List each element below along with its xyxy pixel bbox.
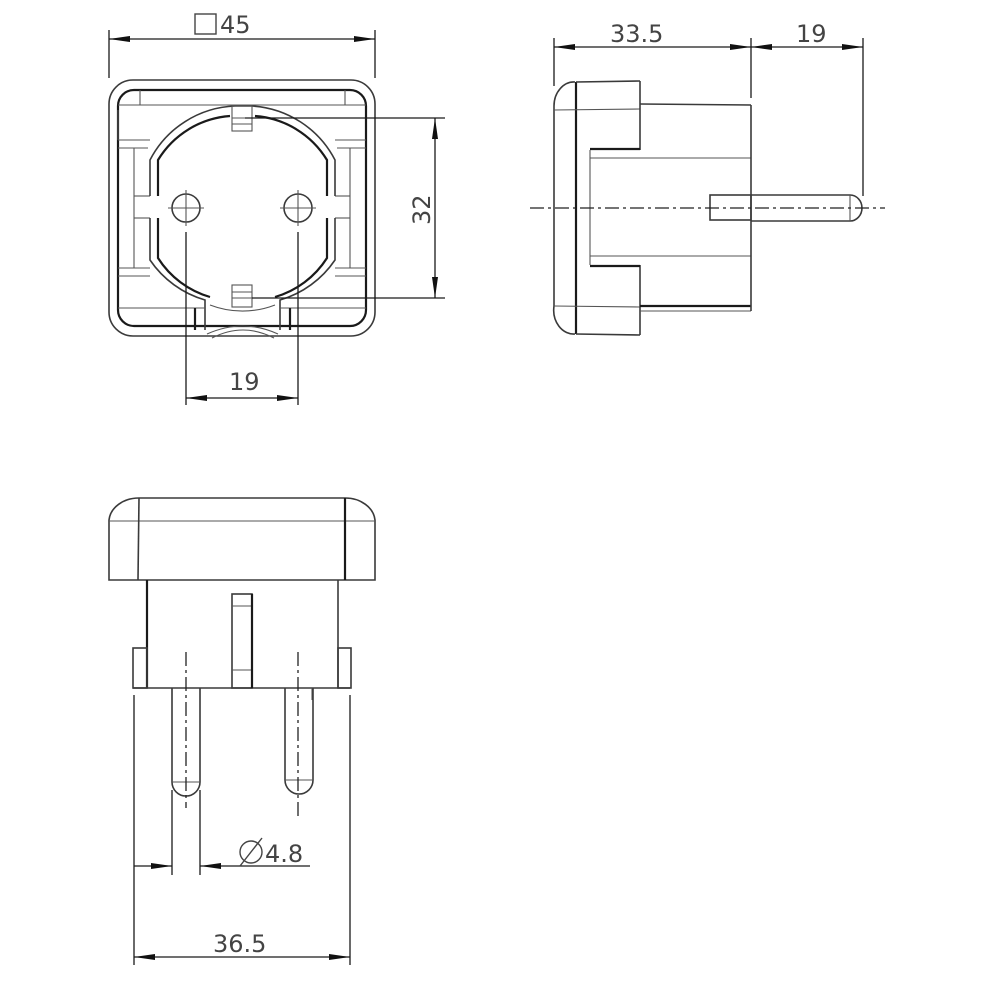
dim-socket-height-label: 32 xyxy=(408,194,436,225)
dim-pin-diameter-label: 4.8 xyxy=(265,840,303,868)
dim-body-depth-label: 33.5 xyxy=(610,20,663,48)
dim-base-width-label: 36.5 xyxy=(213,930,266,958)
diameter-symbol-icon xyxy=(239,840,263,864)
side-view: 33.5 19 xyxy=(530,20,885,336)
dim-pin-length-label: 19 xyxy=(796,20,827,48)
square-symbol-icon xyxy=(194,13,217,35)
dim-pin-spacing-label: 19 xyxy=(229,368,260,396)
pin-right xyxy=(284,688,314,795)
bottom-view: 4.8 36.5 xyxy=(108,497,376,965)
dim-width-label: 45 xyxy=(220,11,251,39)
front-view: 45 32 19 xyxy=(108,11,445,405)
